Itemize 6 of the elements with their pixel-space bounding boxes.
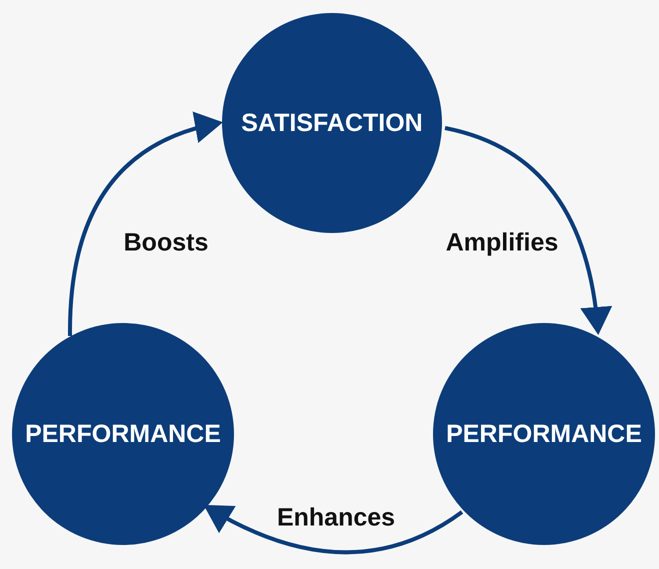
curved-arrow bbox=[204, 505, 464, 554]
node-label: PERFORMANCE bbox=[25, 420, 221, 448]
curved-arrow bbox=[444, 126, 612, 335]
node-label: PERFORMANCE bbox=[446, 420, 642, 448]
node-label: SATISFACTION bbox=[241, 108, 423, 138]
curved-arrow bbox=[68, 112, 223, 336]
